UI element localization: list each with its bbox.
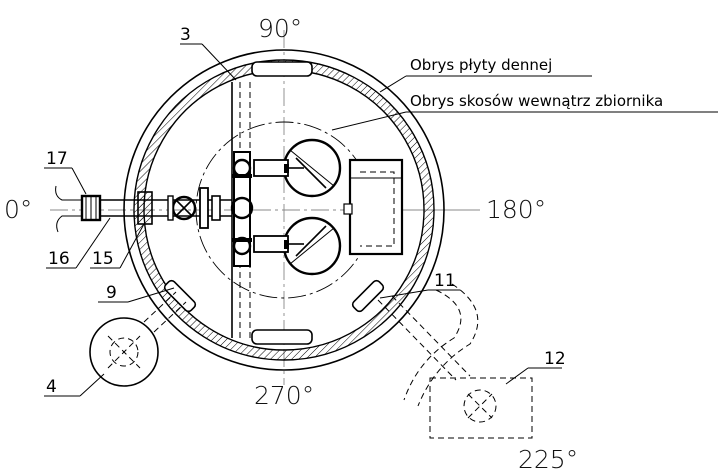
acc12-circle <box>463 389 497 423</box>
annotation-slopes: Obrys skosów wewnątrz zbiornika <box>410 92 663 110</box>
leader-16-diag <box>75 217 111 269</box>
leader-9-diag <box>127 287 175 303</box>
pump-top-hub <box>295 157 327 189</box>
valve-stem-b <box>175 199 193 217</box>
valve-flange-right <box>199 187 209 229</box>
manifold-body <box>233 151 251 267</box>
angle-bottom: 270° <box>254 381 314 410</box>
valve-flange-left <box>167 195 174 221</box>
accessory-4-pipe2 <box>153 301 187 333</box>
acc12-s-curve2 <box>417 283 479 407</box>
chamber-box <box>348 158 404 256</box>
accessory-4-inner <box>109 337 139 367</box>
pump-top-axis <box>289 149 335 187</box>
pump-bottom-hub <box>295 225 327 257</box>
wall-opening-bottom <box>251 329 313 345</box>
acc12-x2 <box>467 393 493 419</box>
label-3: 3 <box>180 25 191 45</box>
accessory-4-circle <box>89 317 159 387</box>
label-16: 16 <box>48 249 70 269</box>
chamber-slot <box>343 203 353 215</box>
fitting-top <box>253 159 289 177</box>
leader-base-plate-diag <box>379 75 407 93</box>
angle-left: 0° <box>4 195 32 224</box>
leader-12-diag <box>505 367 529 385</box>
angle-corner: 225° <box>518 445 578 474</box>
label-17: 17 <box>46 149 68 169</box>
label-11: 11 <box>434 271 456 291</box>
tank-wall <box>133 59 435 361</box>
acc12-pipe1 <box>377 299 457 381</box>
fitting-bottom <box>253 235 289 253</box>
chamber-inner <box>360 171 395 247</box>
base-plate-outline <box>123 49 445 371</box>
angle-right: 180° <box>486 195 546 224</box>
valve-flange-right2 <box>211 195 221 221</box>
label-15: 15 <box>92 249 114 269</box>
acc12-x1 <box>467 393 493 419</box>
label-9: 9 <box>106 283 117 303</box>
leader-15-diag <box>119 223 145 269</box>
external-pipe-lower <box>56 215 82 233</box>
acc12-s-curve1 <box>403 289 462 401</box>
leader-4-diag <box>79 373 105 397</box>
manifold-flange-top <box>232 174 252 178</box>
leader-11-diag <box>379 289 429 299</box>
wall-opening-225 <box>351 279 385 313</box>
label-4: 4 <box>46 377 57 397</box>
fitting-top-cap <box>284 164 289 173</box>
annotation-base-plate: Obrys płyty dennej <box>410 56 552 74</box>
accessory-4-x2 <box>107 335 141 369</box>
angle-top: 90° <box>258 14 302 43</box>
leader-17-diag <box>71 167 87 195</box>
external-pipe-upper <box>55 185 82 201</box>
leader-slopes-diag <box>331 111 407 131</box>
manifold-node-mid <box>230 196 254 220</box>
wall-opening-top <box>251 61 313 77</box>
leader-3-diag <box>201 43 237 81</box>
accessory-4-pipe1 <box>143 291 177 323</box>
acc12-box <box>429 377 533 439</box>
wall-passage-flange <box>137 191 153 225</box>
pump-bottom-axis <box>289 227 335 265</box>
fitting-bottom-cap <box>284 240 289 249</box>
acc12-pipe2 <box>391 295 471 377</box>
label-12: 12 <box>544 349 566 369</box>
manifold-flange-bottom <box>232 238 252 242</box>
